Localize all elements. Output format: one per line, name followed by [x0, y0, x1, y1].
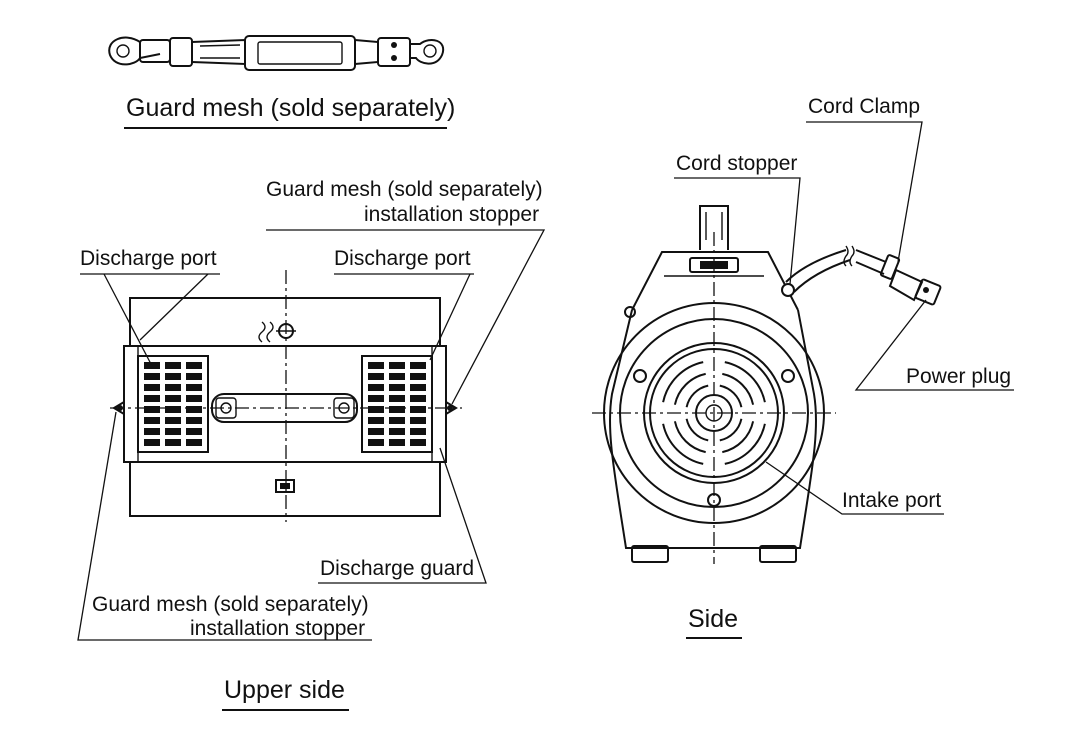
discharge-grille-right: [361, 355, 433, 453]
label-stopper-bottom-line2: installation stopper: [190, 617, 365, 640]
label-stopper-top-line2: installation stopper: [364, 203, 539, 226]
leader-discharge-port-left-a: [103, 273, 153, 367]
leader-cord-stopper: [674, 177, 801, 285]
label-power-plug: Power plug: [906, 365, 1011, 388]
upper-side-title: Upper side: [224, 676, 345, 704]
label-discharge-port-right: Discharge port: [334, 247, 471, 270]
side-title: Side: [688, 605, 738, 633]
leader-stopper-bottom: [77, 411, 372, 641]
label-intake-port: Intake port: [842, 489, 941, 512]
leader-discharge-guard: [318, 447, 487, 584]
side-view-drawing: [592, 205, 942, 564]
label-stopper-bottom-line1: Guard mesh (sold separately): [92, 593, 369, 616]
leader-discharge-port-right-a: [429, 273, 471, 361]
discharge-grille-left: [137, 355, 209, 453]
leader-intake-port: [765, 461, 944, 515]
upper-side-drawing: [110, 270, 462, 522]
leader-cord-clamp: [806, 121, 923, 263]
label-discharge-guard: Discharge guard: [320, 557, 474, 580]
guard-mesh-title: Guard mesh (sold separately): [126, 94, 455, 122]
leader-stopper-top: [266, 229, 546, 405]
label-discharge-port-left: Discharge port: [80, 247, 217, 270]
label-cord-stopper: Cord stopper: [676, 152, 797, 175]
leader-power-plug: [854, 299, 1014, 391]
leader-discharge-port-left-b: [139, 273, 209, 341]
label-stopper-top-line1: Guard mesh (sold separately): [266, 178, 543, 201]
guard-mesh-strap-drawing: [108, 35, 445, 71]
label-cord-clamp: Cord Clamp: [808, 95, 920, 118]
